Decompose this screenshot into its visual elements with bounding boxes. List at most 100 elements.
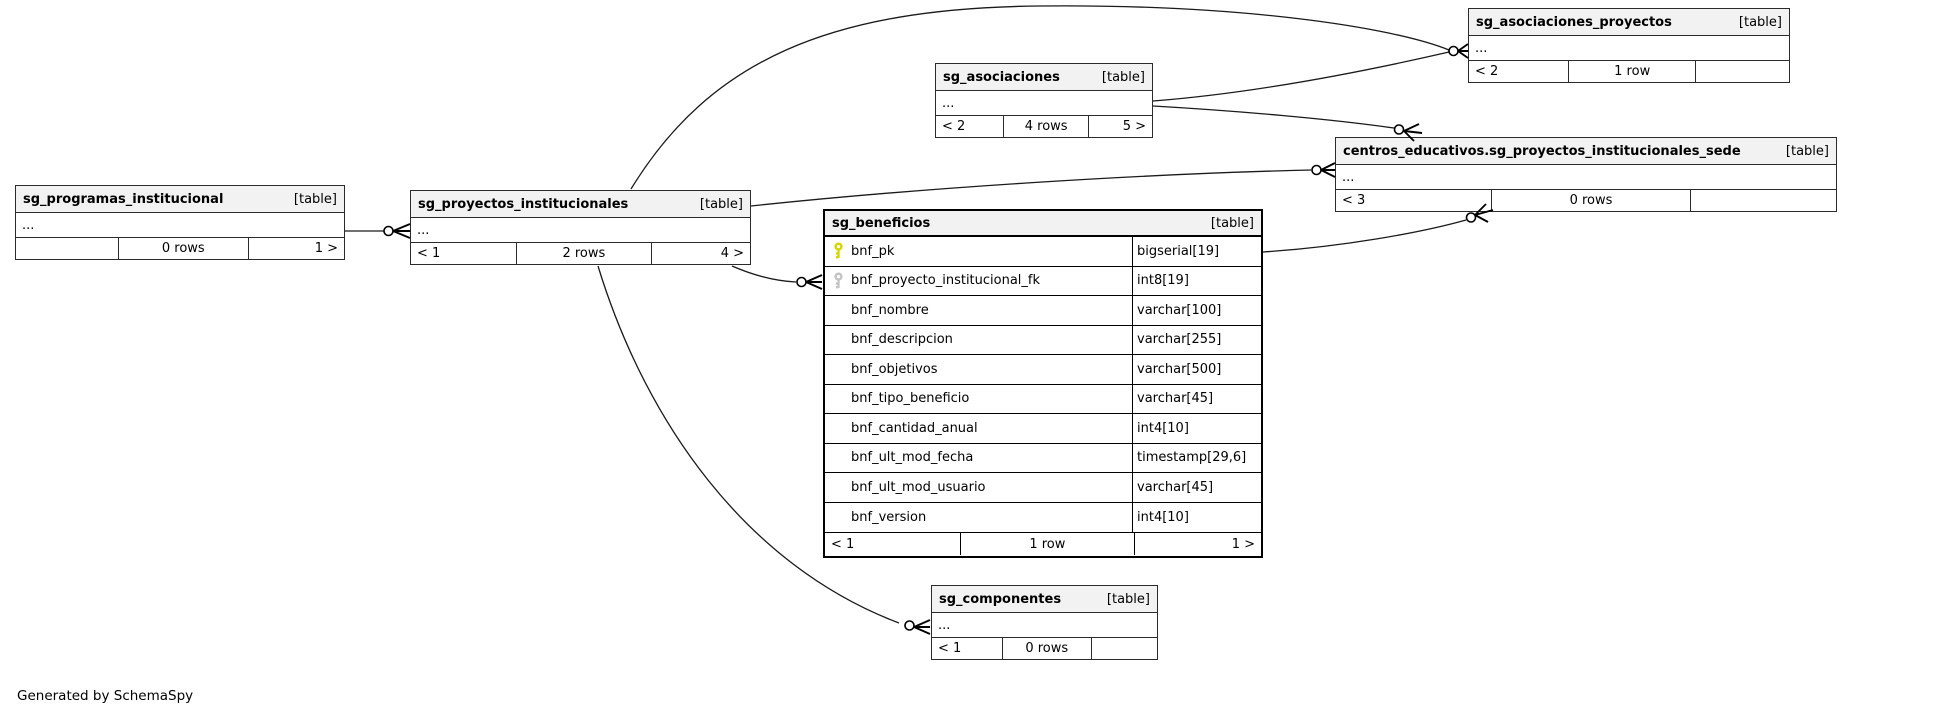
table-header: sg_asociaciones_proyectos [table] xyxy=(1469,9,1789,36)
cardinality-circle xyxy=(383,225,394,237)
collapsed-columns-row[interactable]: ... xyxy=(1469,36,1789,61)
table-name[interactable]: sg_beneficios xyxy=(832,215,931,231)
column-name: bnf_ult_mod_fecha xyxy=(851,450,974,466)
parents-count[interactable] xyxy=(16,238,118,259)
relationship-line xyxy=(1262,219,1467,253)
collapsed-columns-row[interactable]: ... xyxy=(1336,165,1836,190)
relationship-line xyxy=(1152,51,1450,102)
column-type: bigserial[19] xyxy=(1132,237,1261,266)
parents-count[interactable]: < 3 xyxy=(1342,193,1366,208)
column-row-bnf-tipo-beneficio: bnf_tipo_beneficio varchar[45] xyxy=(825,384,1261,414)
table-type-tag: [table] xyxy=(1785,143,1829,159)
parents-count[interactable]: < 2 xyxy=(942,119,966,134)
cardinality-circle xyxy=(904,620,915,631)
table-header: sg_componentes [table] xyxy=(932,586,1157,613)
table-header: sg_proyectos_institucionales [table] xyxy=(411,191,750,218)
column-name: bnf_descripcion xyxy=(851,332,953,348)
crowfoot-icon xyxy=(1320,162,1336,178)
crowfoot-icon xyxy=(805,274,823,290)
column-type: varchar[255] xyxy=(1132,325,1261,354)
table-sg-beneficios[interactable]: sg_beneficios [table] bnf_pk bigserial[1… xyxy=(823,209,1263,558)
table-type-tag: [table] xyxy=(1738,14,1782,30)
table-name[interactable]: sg_programas_institucional xyxy=(23,191,224,207)
table-type-tag: [table] xyxy=(1101,69,1145,85)
cardinality-circle xyxy=(796,276,807,288)
parents-count[interactable]: < 1 xyxy=(417,246,441,261)
children-count[interactable]: 1 > xyxy=(1231,536,1255,552)
children-count[interactable] xyxy=(1696,61,1789,82)
cardinality-circle xyxy=(1448,45,1459,57)
table-name[interactable]: sg_asociaciones_proyectos xyxy=(1476,14,1672,30)
parents-count[interactable]: < 1 xyxy=(938,641,962,656)
parents-count[interactable]: < 2 xyxy=(1475,64,1499,79)
table-footer: < 2 4 rows 5 > xyxy=(936,116,1152,137)
table-sg-proyectos-institucionales[interactable]: sg_proyectos_institucionales [table] ...… xyxy=(410,190,751,265)
column-type: varchar[45] xyxy=(1132,473,1261,502)
column-name: bnf_cantidad_anual xyxy=(851,420,978,436)
column-name: bnf_pk xyxy=(851,243,895,259)
table-centros-educativos-sg-proyectos-institucionales-sede[interactable]: centros_educativos.sg_proyectos_instituc… xyxy=(1335,137,1837,212)
column-icon-spacer xyxy=(825,385,851,414)
foreign-key-icon xyxy=(825,267,851,296)
table-sg-componentes[interactable]: sg_componentes [table] ... < 1 0 rows xyxy=(931,585,1158,660)
column-type: timestamp[29,6] xyxy=(1132,443,1261,472)
row-count: 0 rows xyxy=(117,238,249,259)
row-count: 1 row xyxy=(1568,61,1697,82)
column-icon-spacer xyxy=(825,444,851,473)
relationship-line xyxy=(750,169,1312,207)
children-count[interactable]: 1 > xyxy=(314,241,338,256)
relationship-line xyxy=(731,265,797,283)
collapsed-columns-row[interactable]: ... xyxy=(16,213,344,238)
table-header: centros_educativos.sg_proyectos_instituc… xyxy=(1336,138,1836,165)
column-row-bnf-cantidad-anual: bnf_cantidad_anual int4[10] xyxy=(825,414,1261,444)
column-icon-spacer xyxy=(825,296,851,325)
column-icon-spacer xyxy=(825,473,851,502)
table-name[interactable]: sg_asociaciones xyxy=(943,69,1060,85)
children-count[interactable] xyxy=(1691,190,1836,211)
cardinality-circle xyxy=(1311,164,1322,176)
collapsed-columns-row[interactable]: ... xyxy=(932,613,1157,638)
row-count: 1 row xyxy=(960,533,1135,555)
column-icon-spacer xyxy=(825,326,851,355)
column-row-bnf-ult-mod-fecha: bnf_ult_mod_fecha timestamp[29,6] xyxy=(825,443,1261,473)
table-footer: < 1 2 rows 4 > xyxy=(411,243,750,264)
collapsed-columns-row[interactable]: ... xyxy=(411,218,750,243)
column-name: bnf_version xyxy=(851,509,927,525)
column-type: int4[10] xyxy=(1132,414,1261,443)
table-type-tag: [table] xyxy=(293,191,337,207)
column-row-bnf-version: bnf_version int4[10] xyxy=(825,502,1261,532)
table-header: sg_beneficios [table] xyxy=(825,211,1261,237)
column-type: varchar[45] xyxy=(1132,384,1261,413)
relationship-line xyxy=(1152,105,1395,129)
column-name: bnf_tipo_beneficio xyxy=(851,391,970,407)
table-footer: < 2 1 row xyxy=(1469,61,1789,82)
table-footer: < 3 0 rows xyxy=(1336,190,1836,211)
table-sg-asociaciones-proyectos[interactable]: sg_asociaciones_proyectos [table] ... < … xyxy=(1468,8,1790,83)
column-type: int4[10] xyxy=(1132,502,1261,532)
column-type: varchar[500] xyxy=(1132,355,1261,384)
row-count: 0 rows xyxy=(1491,190,1691,211)
table-name[interactable]: sg_proyectos_institucionales xyxy=(418,196,629,212)
parents-count[interactable]: < 1 xyxy=(831,536,855,552)
children-count[interactable]: 4 > xyxy=(720,246,744,261)
children-count[interactable]: 5 > xyxy=(1122,119,1146,134)
crowfoot-icon xyxy=(392,223,411,239)
table-name[interactable]: sg_componentes xyxy=(939,591,1062,607)
collapsed-columns-row[interactable]: ... xyxy=(936,91,1152,116)
column-row-bnf-pk: bnf_pk bigserial[19] xyxy=(825,237,1261,267)
table-sg-asociaciones[interactable]: sg_asociaciones [table] ... < 2 4 rows 5… xyxy=(935,63,1153,138)
generator-note: Generated by SchemaSpy xyxy=(17,688,194,704)
column-name: bnf_objetivos xyxy=(851,361,938,377)
children-count[interactable] xyxy=(1092,638,1157,659)
table-footer: 0 rows 1 > xyxy=(16,238,344,259)
row-count: 0 rows xyxy=(1001,638,1092,659)
table-type-tag: [table] xyxy=(1210,215,1254,231)
column-name: bnf_nombre xyxy=(851,302,929,318)
table-sg-programas-institucional[interactable]: sg_programas_institucional [table] ... 0… xyxy=(15,185,345,260)
table-name[interactable]: centros_educativos.sg_proyectos_instituc… xyxy=(1343,143,1741,159)
table-footer: < 1 0 rows xyxy=(932,638,1157,659)
table-type-tag: [table] xyxy=(699,196,743,212)
column-name: bnf_ult_mod_usuario xyxy=(851,479,986,495)
row-count: 4 rows xyxy=(1002,116,1090,137)
column-icon-spacer xyxy=(825,414,851,443)
